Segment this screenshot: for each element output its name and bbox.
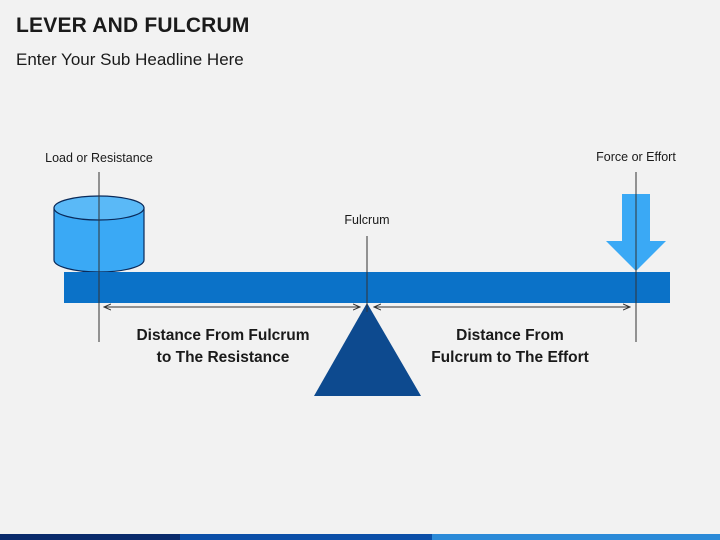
right-distance-label-line1: Distance From: [456, 327, 564, 344]
fulcrum-triangle: [314, 303, 421, 396]
force-label: Force or Effort: [596, 150, 676, 164]
slide-title: LEVER AND FULCRUM: [16, 14, 250, 37]
fulcrum-label: Fulcrum: [344, 213, 389, 227]
left-distance-label-line1: Distance From Fulcrum: [136, 327, 309, 344]
load-label: Load or Resistance: [45, 151, 153, 165]
bottom-accent-bar: [0, 534, 720, 540]
left-distance-label-line2: to The Resistance: [157, 349, 290, 366]
slide-subtitle: Enter Your Sub Headline Here: [16, 50, 244, 69]
right-distance-label-line2: Fulcrum to The Effort: [431, 349, 589, 366]
